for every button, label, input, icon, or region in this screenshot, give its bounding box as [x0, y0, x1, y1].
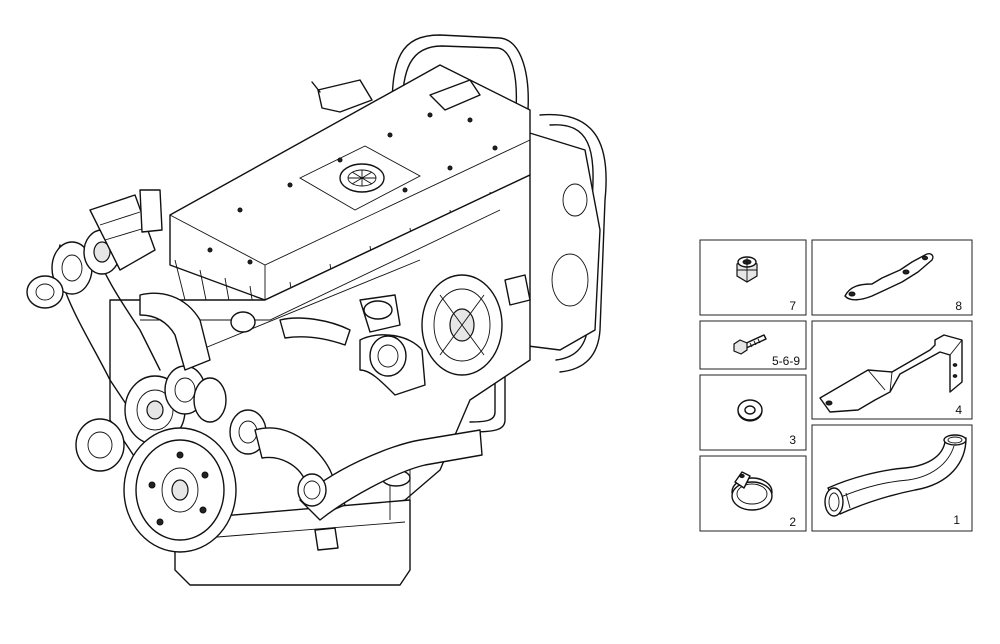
part-3-label: 3	[789, 433, 796, 447]
part-5-6-9-label: 5-6-9	[772, 354, 800, 368]
part-1-cell: 1	[811, 424, 973, 532]
part-8-label: 8	[955, 299, 962, 313]
part-5-6-9-cell: 5-6-9	[699, 320, 807, 370]
parts-legend: 7 8 5-6-9	[699, 239, 973, 532]
part-3-cell: 3	[699, 374, 807, 451]
part-2-cell: 2	[699, 455, 807, 532]
hose-clamp-icon	[731, 471, 773, 511]
bolt-icon	[733, 334, 767, 355]
part-2-label: 2	[789, 515, 796, 529]
part-7-cell: 7	[699, 239, 807, 316]
hose-icon	[824, 434, 967, 517]
part-4-cell: 4	[811, 320, 973, 420]
part-4-label: 4	[955, 403, 962, 417]
engine-illustration	[26, 34, 607, 586]
strap-bracket-icon	[844, 253, 934, 301]
part-7-label: 7	[789, 299, 796, 313]
part-8-cell: 8	[811, 239, 973, 316]
nut-icon	[736, 256, 758, 283]
washer-icon	[737, 399, 763, 422]
part-1-label: 1	[953, 513, 960, 527]
support-bracket-icon	[819, 334, 963, 413]
